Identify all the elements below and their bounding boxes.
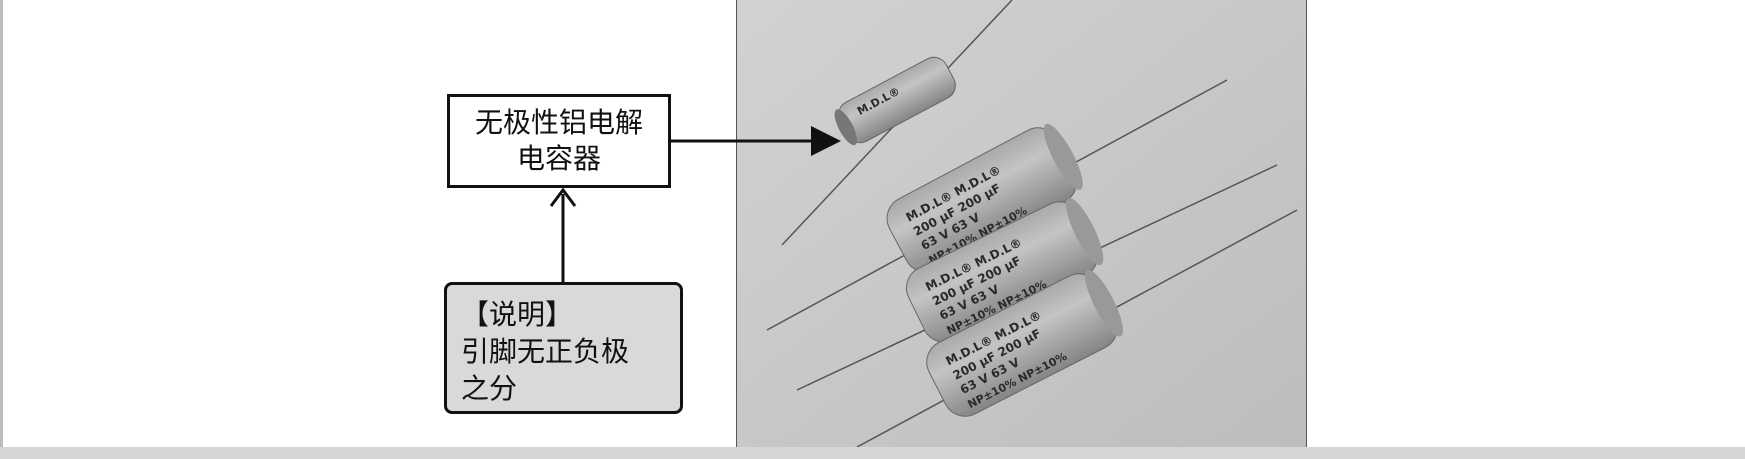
note-box: 【说明】 引脚无正负极 之分 xyxy=(444,282,683,414)
arrowhead-up-icon xyxy=(549,187,577,207)
component-label-box: 无极性铝电解 电容器 xyxy=(447,94,671,188)
page-left-border xyxy=(0,0,3,447)
note-heading: 【说明】 xyxy=(461,298,574,331)
page-bottom-bar xyxy=(0,447,1745,459)
note-line-2: 之分 xyxy=(461,372,518,405)
capacitor-photo: M.D.L® M.D.L® M.D.L® 200 μF 200 μF 63 V … xyxy=(736,0,1307,448)
capacitor-photo-drawing: M.D.L® M.D.L® M.D.L® 200 μF 200 μF 63 V … xyxy=(737,0,1306,448)
note-line-1: 引脚无正负极 xyxy=(461,335,630,368)
capacitor-small: M.D.L® xyxy=(781,0,1013,246)
component-label: 无极性铝电解 电容器 xyxy=(474,106,643,175)
